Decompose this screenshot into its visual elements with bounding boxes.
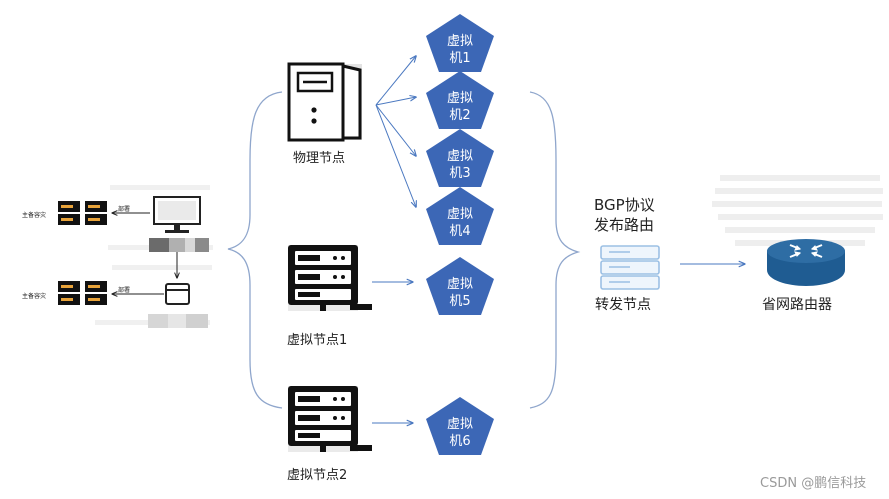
left-cluster: 主备容灾 部署 主备容灾 (22, 196, 209, 328)
watermark: CSDN @鹏信科技 (760, 476, 866, 491)
blurred-label-2 (148, 314, 208, 328)
left-brace (227, 91, 283, 409)
vm-6-line2: 机6 (449, 434, 470, 449)
rack-server-icon (288, 245, 372, 311)
vm-6-line1: 虚拟 (447, 417, 473, 432)
dr-tag-1: 主备容灾 (22, 211, 46, 219)
bgp-label: BGP协议 发布路由 (594, 196, 655, 234)
vm-2-line1: 虚拟 (447, 91, 473, 106)
forwarding-node-label: 转发节点 (595, 297, 651, 313)
vm-3-line2: 机3 (449, 166, 470, 181)
vm-1-line1: 虚拟 (447, 34, 473, 49)
vm-2-line2: 机2 (449, 108, 470, 123)
provincial-router: 省网路由器 (762, 239, 845, 313)
tower-server-icon (287, 62, 362, 142)
bgp-line1: BGP协议 (594, 196, 655, 214)
vm-4: 虚拟 机4 (426, 187, 494, 245)
server-rack-2 (58, 281, 107, 305)
background-pattern-right (712, 175, 883, 246)
forwarding-node: 转发节点 (595, 245, 660, 313)
vm-6: 虚拟 机6 (426, 397, 494, 455)
deploy-label-1: 部署 (118, 205, 130, 213)
vm-pentagon (426, 14, 494, 72)
vm-5-line1: 虚拟 (447, 277, 473, 292)
server-stack-icon (600, 245, 660, 290)
rack-server-icon (288, 386, 372, 452)
vm-pentagon (426, 257, 494, 315)
browser-window-icon (165, 283, 190, 305)
right-brace (529, 91, 581, 409)
vm-4-line1: 虚拟 (447, 207, 473, 222)
virtual-node-1: 虚拟节点1 (287, 245, 372, 348)
virtual-node-2-label: 虚拟节点2 (287, 468, 347, 483)
blurred-label-1 (149, 238, 209, 252)
vm-1-line2: 机1 (449, 51, 470, 66)
physical-node: 物理节点 (287, 62, 362, 166)
vm-3: 虚拟 机3 (426, 129, 494, 187)
vm-5-line2: 机5 (449, 294, 470, 309)
vm-1: 虚拟 机1 (426, 14, 494, 72)
vm-pentagon (426, 397, 494, 455)
deploy-label-2: 部署 (118, 286, 130, 294)
virtual-node-1-label: 虚拟节点1 (287, 333, 347, 348)
provincial-router-label: 省网路由器 (762, 297, 832, 313)
desktop-monitor-icon (153, 196, 201, 233)
vm-3-line1: 虚拟 (447, 149, 473, 164)
virtual-node-2: 虚拟节点2 (287, 386, 372, 483)
bgp-line2: 发布路由 (594, 216, 654, 234)
router-icon (767, 239, 845, 286)
dr-tag-2: 主备容灾 (22, 292, 46, 300)
vm-arrows (372, 56, 416, 423)
vm-2: 虚拟 机2 (426, 71, 494, 129)
vm-4-line2: 机4 (449, 224, 470, 239)
server-rack-1 (58, 201, 107, 225)
vm-pentagon (426, 71, 494, 129)
vm-pentagon (426, 187, 494, 245)
vm-pentagon (426, 129, 494, 187)
vm-5: 虚拟 机5 (426, 257, 494, 315)
physical-node-label: 物理节点 (293, 151, 345, 166)
